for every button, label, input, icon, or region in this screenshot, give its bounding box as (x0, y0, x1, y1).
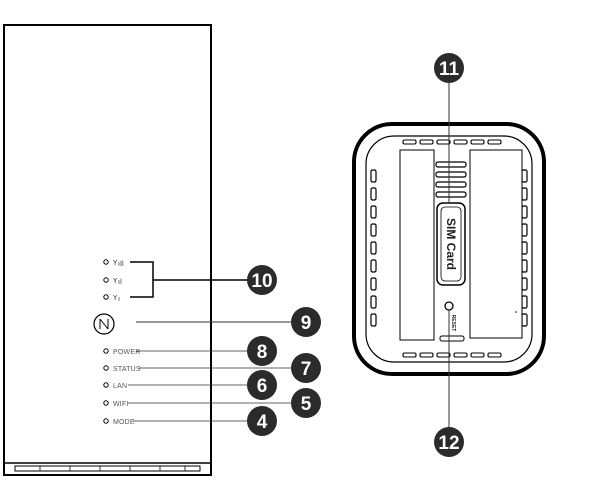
sim-grille (435, 161, 467, 198)
top-vents (402, 139, 502, 145)
signal-antenna-icon: Y (112, 277, 118, 285)
bottom-plate-right (469, 149, 523, 339)
callout-nfc: 9 (291, 307, 321, 337)
led-icon (103, 400, 109, 406)
indicator-label-power: POWER (113, 349, 140, 356)
marker-dot-icon (515, 311, 517, 313)
led-icon (103, 348, 109, 354)
svg-text:6: 6 (257, 376, 268, 397)
svg-text:11: 11 (439, 59, 460, 80)
callout-lan: 6 (247, 370, 277, 400)
sim-card-slot: SIM Card (436, 202, 466, 286)
callout-signal: 10 (247, 265, 277, 295)
svg-text:4: 4 (257, 412, 268, 433)
indicator-wifi: WIFI (103, 400, 292, 408)
signal-bars-icon: ı (118, 295, 120, 303)
side-vents-left (370, 169, 377, 327)
bottom-vents (402, 352, 502, 358)
front-view: Y ıll Y ıl Y ı POWER (3, 24, 292, 476)
svg-text:7: 7 (301, 359, 312, 380)
led-icon (103, 418, 109, 424)
signal-indicator-low: Y ı (103, 294, 120, 303)
signal-indicator-high: Y ıll (103, 259, 124, 268)
signal-indicator-medium: Y ıl (103, 277, 122, 286)
indicator-mode: MODE (103, 418, 248, 426)
callout-power: 8 (247, 336, 277, 366)
bottom-plate-left (399, 149, 435, 341)
led-icon (103, 277, 109, 283)
bottom-rail (439, 335, 465, 342)
side-vents-right (521, 169, 528, 327)
indicator-lan: LAN (103, 382, 248, 390)
indicator-power: POWER (103, 348, 248, 356)
svg-text:12: 12 (438, 433, 459, 454)
signal-bars-icon: ıll (118, 260, 124, 268)
svg-text:10: 10 (251, 271, 272, 292)
signal-bracket (130, 261, 248, 298)
led-icon (103, 382, 109, 388)
router-base-vents (4, 462, 211, 472)
svg-text:5: 5 (301, 394, 312, 415)
indicator-status: STATUS (103, 365, 292, 373)
callout-sim: 11 (434, 53, 464, 83)
nfc-area (93, 313, 292, 335)
reset-hole-icon (444, 301, 454, 311)
callout-mode: 4 (247, 406, 277, 436)
bottom-view: SIM Card RESET (352, 122, 546, 376)
signal-antenna-icon: Y (112, 294, 118, 302)
signal-antenna-icon: Y (112, 259, 118, 267)
led-icon (103, 294, 109, 300)
signal-bars-icon: ıl (118, 278, 122, 286)
svg-text:8: 8 (257, 342, 268, 363)
callout-wifi: 5 (291, 388, 321, 418)
callout-status: 7 (291, 353, 321, 383)
led-icon (103, 259, 109, 265)
callout-reset: 12 (434, 427, 464, 457)
reset-label: RESET (450, 315, 456, 332)
indicator-label-mode: MODE (113, 419, 135, 426)
indicator-label-wifi: WIFI (113, 401, 129, 408)
indicator-label-lan: LAN (113, 383, 127, 390)
svg-text:9: 9 (301, 313, 312, 334)
router-body (3, 24, 212, 476)
sim-card-label: SIM Card (444, 218, 458, 270)
signal-indicators: Y ıll Y ıl Y ı (103, 259, 248, 303)
led-icon (103, 365, 109, 371)
nfc-symbol-icon (99, 318, 109, 330)
indicator-label-status: STATUS (113, 366, 141, 373)
